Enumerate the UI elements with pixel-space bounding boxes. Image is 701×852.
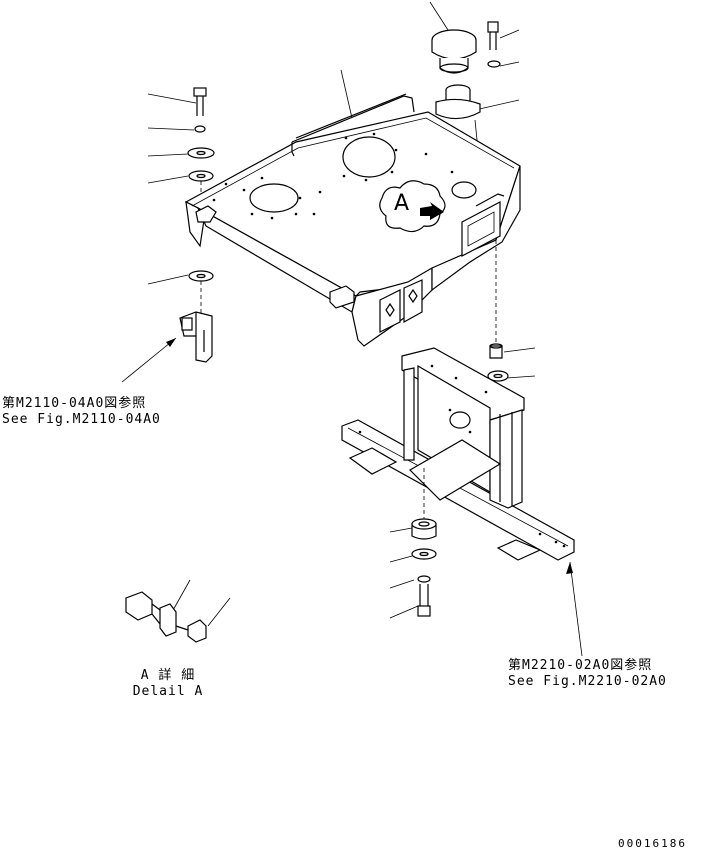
detail-a-parts bbox=[125, 591, 207, 643]
main-cover-plate bbox=[184, 93, 521, 347]
detail-a-caption: A 詳 細 Delail A bbox=[130, 668, 206, 700]
right-figure-reference: 第M2210-02A0図参照 See Fig.M2210-02A0 bbox=[508, 658, 667, 690]
lower-fastener-stack bbox=[411, 518, 437, 617]
lower-frame bbox=[341, 347, 575, 561]
fuel-cap-assembly bbox=[431, 21, 501, 120]
right-ref-line1: 第M2210-02A0図参照 bbox=[508, 658, 653, 673]
left-bracket bbox=[179, 311, 213, 363]
leader-lines bbox=[121, 1, 583, 657]
left-figure-reference: 第M2110-04A0図参照 See Fig.M2110-04A0 bbox=[2, 396, 161, 428]
detail-caption-line2: Delail A bbox=[132, 684, 204, 699]
right-ref-line2: See Fig.M2210-02A0 bbox=[508, 674, 667, 689]
left-fastener-stack bbox=[187, 87, 215, 318]
detail-caption-line1: A 詳 細 bbox=[140, 668, 196, 683]
right-mount-fasteners bbox=[487, 240, 509, 382]
drawing-number: 00016186 bbox=[618, 837, 687, 850]
left-ref-line1: 第M2110-04A0図参照 bbox=[2, 396, 147, 411]
left-ref-line2: See Fig.M2110-04A0 bbox=[2, 412, 161, 427]
view-a-letter: A bbox=[394, 191, 410, 216]
